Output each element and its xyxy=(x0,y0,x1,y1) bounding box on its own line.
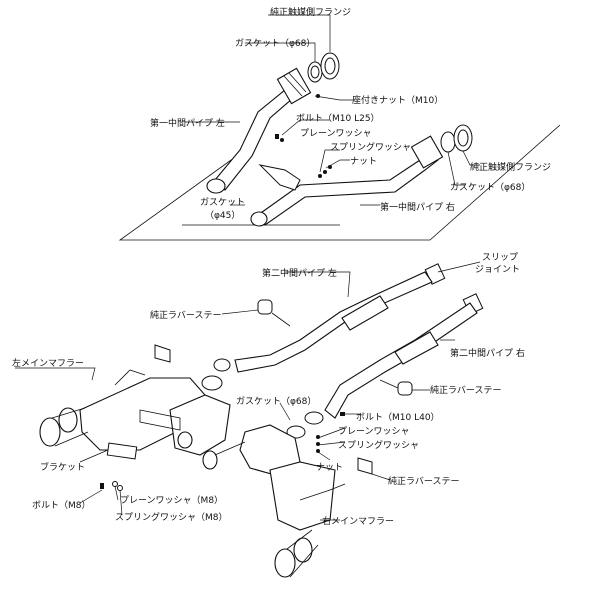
first-intermediate-pipe-left xyxy=(206,67,312,194)
label-gasket-68-right: ガスケット（φ68） xyxy=(450,182,530,193)
leader-lines xyxy=(15,14,481,521)
label-bolt-m8: ボルト（M8） xyxy=(32,500,91,511)
label-nut-mid: ナット xyxy=(316,462,343,473)
gasket-68-mid-parts xyxy=(201,358,324,439)
label-pipe2-right: 第二中間パイプ 右 xyxy=(450,347,525,359)
label-cat-flange-top: 純正触媒側フランジ xyxy=(270,6,351,18)
label-bolt-m10-l40: ボルト（M10 L40） xyxy=(356,412,440,423)
m8-hardware xyxy=(100,481,123,491)
label-plain-washer-m8: プレーンワッシャ（M8） xyxy=(120,495,223,506)
right-main-muffler xyxy=(202,424,346,578)
label-gasket-68-mid: ガスケット（φ68） xyxy=(236,396,316,407)
label-plain-washer-top: プレーンワッシャ xyxy=(300,128,372,139)
left-main-muffler xyxy=(39,369,231,456)
cat-flange-right-part xyxy=(453,124,473,152)
cat-flange-top-part xyxy=(320,52,340,80)
label-left-muffler: 左メインマフラー xyxy=(12,357,84,369)
label-rubber-stay-left: 純正ラバーステー xyxy=(150,309,221,321)
center-hanger-bracket xyxy=(258,164,301,191)
label-right-muffler: 右メインマフラー xyxy=(322,515,394,527)
first-intermediate-pipe-right xyxy=(250,135,444,227)
label-cat-flange-right: 純正触媒側フランジ xyxy=(470,161,551,173)
label-rubber-stay-right: 純正ラバーステー xyxy=(388,475,459,487)
label-pipe2-left: 第二中間パイプ 左 xyxy=(262,267,337,279)
label-pipe1-right: 第一中間パイプ 右 xyxy=(380,201,455,213)
label-gasket-45: ガスケット xyxy=(200,197,245,208)
rubber-stay-left-part xyxy=(257,299,291,327)
label-pipe1-left: 第一中間パイプ 左 xyxy=(150,117,225,129)
label-nut-flange-m10: 座付きナット（M10） xyxy=(352,94,443,106)
label-nut-top: ナット xyxy=(350,156,377,167)
label-slip-joint-2: ジョイント xyxy=(475,265,520,275)
label-bolt-m10-l25: ボルト（M10 L25） xyxy=(296,113,380,124)
diagram-labels: 純正触媒側フランジ ガスケット（φ68） 座付きナット（M10） 第一中間パイプ… xyxy=(12,6,551,527)
label-slip-joint-1: スリップ xyxy=(482,252,518,263)
label-spring-washer-m8: スプリングワッシャ（M8） xyxy=(115,511,228,523)
right-muffler-stay-bracket xyxy=(357,457,373,475)
gasket-68-right-part xyxy=(440,131,456,153)
bolt-washer-nut-top-hardware xyxy=(275,94,332,178)
label-gasket-45-size: （φ45） xyxy=(205,210,240,221)
label-spring-washer-top: スプリングワッシャ xyxy=(330,141,411,153)
rubber-stay-mid-part xyxy=(379,379,413,396)
label-gasket-68-top: ガスケット（φ68） xyxy=(235,38,315,49)
label-plain-washer-mid: プレーンワッシャ xyxy=(338,426,410,437)
label-rubber-stay-mid: 純正ラバーステー xyxy=(430,384,501,396)
left-muffler-stay-bracket xyxy=(154,344,171,363)
bracket-plate xyxy=(106,442,138,460)
gasket-68-top-part xyxy=(307,61,323,83)
label-spring-washer-mid: スプリングワッシャ xyxy=(338,439,419,451)
second-intermediate-pipe-left xyxy=(234,271,433,373)
label-bracket: ブラケット xyxy=(40,461,85,473)
second-intermediate-pipe-right xyxy=(324,302,478,419)
